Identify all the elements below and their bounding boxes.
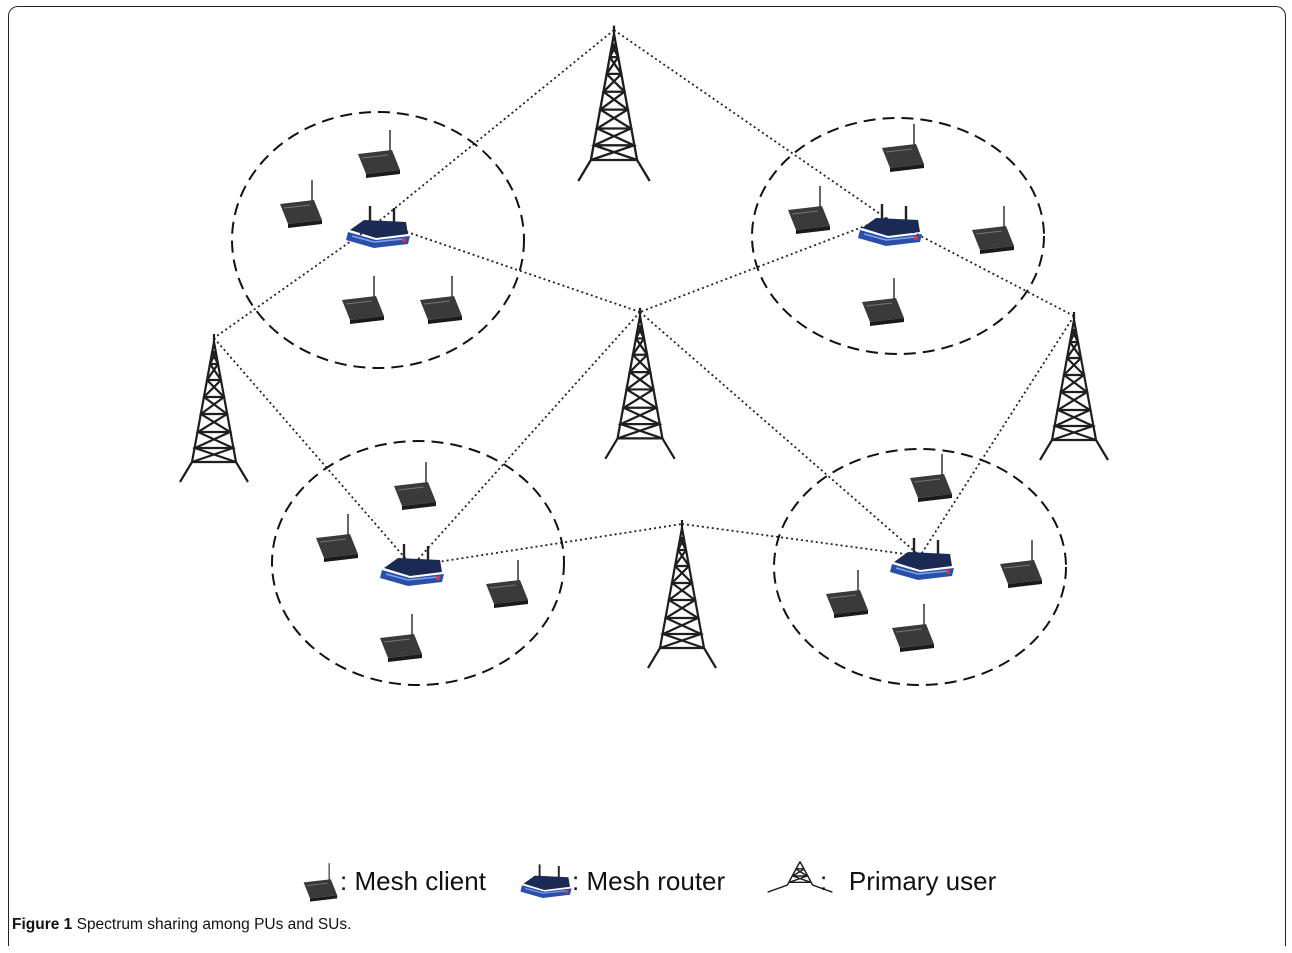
link (377, 221, 641, 313)
figure-frame (8, 6, 1286, 946)
mesh-router-icon (856, 202, 924, 248)
legend-label: : Mesh client (340, 866, 487, 896)
primary-user-tower-icon (767, 861, 833, 893)
mesh-router-icon (888, 536, 956, 582)
link (411, 311, 641, 567)
link (639, 217, 887, 313)
mesh-client-icon (302, 862, 339, 902)
figure-caption: Figure 1 Spectrum sharing among PUs and … (12, 916, 351, 934)
cluster-circles (231, 111, 1067, 686)
mesh-client-icon (357, 129, 401, 179)
cluster-circle-bottom-left (271, 440, 565, 686)
mesh-client-icon (825, 569, 869, 619)
mesh-client-icon (315, 513, 359, 563)
cluster-circle-top-right (751, 117, 1045, 355)
mesh-router-icon (344, 204, 412, 250)
mesh-client-icon (971, 205, 1015, 255)
mesh-client-icon (909, 453, 953, 503)
legend-item-mesh-client: : Mesh client (302, 862, 487, 902)
link (681, 523, 921, 557)
mesh-client-icon (861, 277, 905, 327)
link (213, 337, 413, 567)
link (919, 315, 1075, 557)
primary-user-tower-icon (577, 24, 651, 183)
figure-caption-text: Spectrum sharing among PUs and SUs. (72, 916, 352, 933)
mesh-client-icon (891, 603, 935, 653)
legend-label: : Primary user (820, 866, 997, 896)
link (377, 29, 615, 223)
link (213, 221, 379, 339)
mesh-client-icon (341, 275, 385, 325)
legend-label: : Mesh router (572, 866, 726, 896)
cluster-circle-bottom-right (773, 448, 1067, 686)
primary-user-tower-icon (604, 306, 676, 460)
mesh-client-icon (787, 185, 831, 235)
mesh-client-icon (393, 461, 437, 511)
mesh-client-icon (279, 179, 323, 229)
legend: : Mesh client : Mesh router : Primary us… (302, 861, 997, 902)
legend-item-mesh-router: : Mesh router (519, 863, 726, 899)
link (613, 29, 887, 219)
legend-item-primary-user: : Primary user (767, 861, 997, 896)
mesh-router-icon (519, 863, 573, 899)
link (885, 217, 1075, 317)
primary-user-tower-icon (1038, 310, 1110, 462)
mesh-client-icon (881, 123, 925, 173)
primary-user-tower-icon (646, 518, 718, 670)
mesh-client-icon (485, 559, 529, 609)
figure-caption-label: Figure 1 (12, 916, 73, 933)
primary-user-tower-icon (178, 332, 250, 484)
mesh-router-icon (378, 542, 446, 588)
mesh-client-icon (379, 613, 423, 663)
mesh-client-icon (419, 275, 463, 325)
link (411, 523, 683, 567)
links (213, 29, 1075, 567)
cluster-circle-top-left (231, 111, 525, 369)
mesh-client-icon (999, 539, 1043, 589)
link (639, 311, 921, 557)
